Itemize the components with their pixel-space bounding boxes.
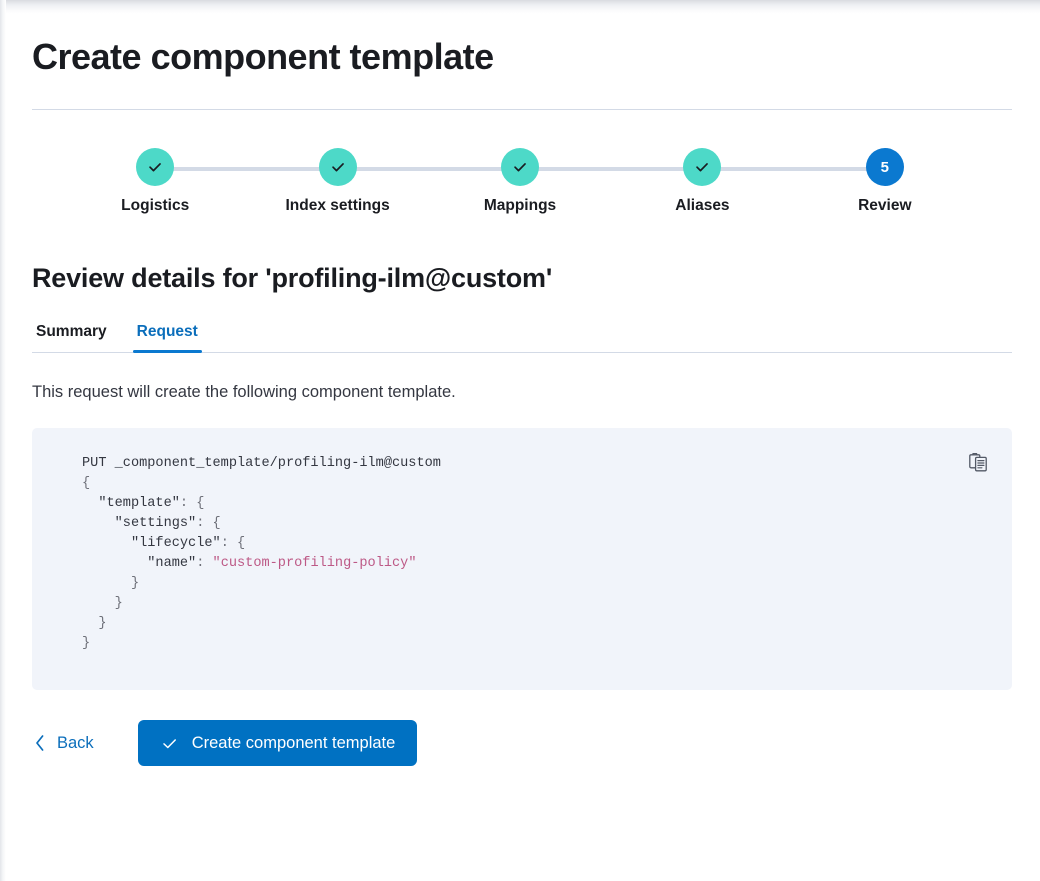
page-content: Create component template Logistics xyxy=(32,36,1012,766)
step-label: Aliases xyxy=(675,197,730,214)
step-connector xyxy=(155,167,338,171)
lifecycle-name-value: "custom-profiling-policy" xyxy=(212,556,417,571)
step-item-review[interactable]: 5 Review xyxy=(702,148,976,215)
tab-request[interactable]: Request xyxy=(132,323,202,353)
check-icon xyxy=(331,163,344,172)
step-indicator: Logistics Index settings Mappi xyxy=(32,148,1008,215)
check-icon xyxy=(514,163,526,172)
tab-summary[interactable]: Summary xyxy=(32,323,111,352)
step-label: Review xyxy=(858,197,912,214)
step-item-logistics[interactable]: Logistics xyxy=(64,148,246,215)
step-item-index-settings[interactable]: Index settings xyxy=(155,148,428,215)
step-status-complete xyxy=(136,148,175,186)
chevron-left-icon xyxy=(36,735,44,751)
step-status-current: 5 xyxy=(865,148,904,186)
check-icon xyxy=(149,163,162,172)
step-status-complete xyxy=(683,148,722,186)
check-icon xyxy=(162,738,176,748)
step-connector xyxy=(702,167,885,171)
step-label: Logistics xyxy=(121,197,190,214)
step-label: Index settings xyxy=(285,197,390,214)
step-status-complete xyxy=(318,148,357,186)
create-component-template-label: Create component template xyxy=(191,734,396,752)
header-divider xyxy=(32,109,1012,110)
step-label: Mappings xyxy=(483,197,557,214)
request-description: This request will create the following c… xyxy=(32,383,456,401)
wizard-actions: Back Create component template xyxy=(32,720,1008,766)
check-icon xyxy=(696,163,709,172)
create-component-template-button[interactable]: Create component template xyxy=(137,720,418,766)
request-code-text: PUT _component_template/profiling-ilm@cu… xyxy=(82,456,441,651)
request-code-block: PUT _component_template/profiling-ilm@cu… xyxy=(32,428,1012,690)
review-title: Review details for 'profiling-ilm@custom… xyxy=(32,263,553,293)
back-button[interactable]: Back xyxy=(32,728,96,759)
step-item-aliases[interactable]: Aliases xyxy=(520,148,793,215)
copy-to-clipboard-button[interactable] xyxy=(963,447,993,477)
step-connector xyxy=(520,167,703,171)
clipboard-copy-icon xyxy=(968,452,987,472)
request-first-line: PUT _component_template/profiling-ilm@cu… xyxy=(82,456,441,471)
step-status-complete xyxy=(501,148,540,186)
review-tabs: Summary Request xyxy=(32,323,1012,353)
back-button-label: Back xyxy=(57,733,94,752)
step-item-mappings[interactable]: Mappings xyxy=(337,148,611,215)
step-connector xyxy=(337,167,521,171)
page-title: Create component template xyxy=(32,36,494,77)
